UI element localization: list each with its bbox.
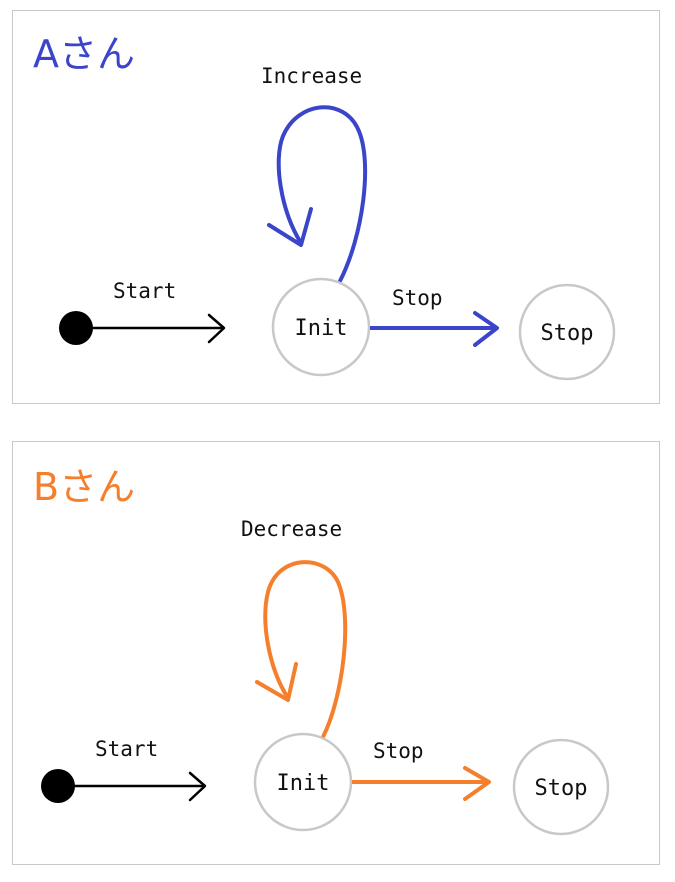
panel-title: Aさん <box>33 32 135 76</box>
transition-arrow-head <box>463 766 491 801</box>
loop-arrow <box>276 105 368 283</box>
diagram-panel-a: Aさん Increase Start Init Stop Stop <box>12 10 660 404</box>
loop-label: Decrease <box>241 517 342 541</box>
start-arrow-head <box>188 771 207 802</box>
panel-title: Bさん <box>33 465 135 509</box>
stop-node-label: Stop <box>541 321 594 346</box>
start-label: Start <box>95 737 158 761</box>
init-node-label: Init <box>295 316 348 341</box>
transition-arrow-head <box>473 311 499 347</box>
loop-arrow-head <box>255 662 298 702</box>
start-label: Start <box>113 279 176 303</box>
loop-arrow <box>263 560 348 739</box>
diagram-panel-b: Bさん Decrease Start Init Stop Stop <box>12 441 660 865</box>
init-node <box>271 277 371 377</box>
init-node-label: Init <box>277 771 330 796</box>
transition-label: Stop <box>373 739 424 763</box>
loop-arrow-head <box>267 207 313 247</box>
loop-label: Increase <box>261 64 362 88</box>
stop-node <box>512 738 610 836</box>
transition-label: Stop <box>392 286 443 310</box>
stop-node-label: Stop <box>535 776 588 801</box>
start-arrow-head <box>207 313 226 344</box>
init-node <box>253 732 353 832</box>
state-diagram-a: Aさん Increase Start Init Stop Stop <box>33 32 616 381</box>
state-diagram-b: Bさん Decrease Start Init Stop Stop <box>33 465 610 836</box>
stop-node <box>518 283 616 381</box>
